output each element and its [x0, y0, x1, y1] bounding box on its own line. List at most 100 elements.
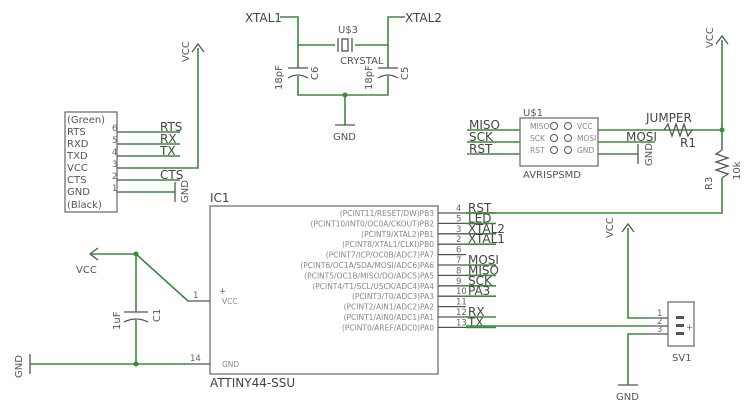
- net-label-xtal2-top: XTAL2: [405, 11, 442, 25]
- ic1-body: [209, 205, 439, 375]
- ic1-pin-name: (PCINT0/AREF/ADC0)PA0: [342, 323, 434, 332]
- sv1-box: [667, 301, 695, 347]
- isp-pad-2: [564, 122, 572, 130]
- isp-pad-1: [550, 122, 558, 130]
- crystal-value: CRYSTAL: [340, 56, 384, 67]
- ic1-pin-name: (PCINT7/ICP/OC0B/ADC7)PA7: [326, 251, 434, 260]
- ftdi-num-5: 5: [112, 136, 117, 146]
- ic1-pin1-name: VCC: [222, 297, 238, 306]
- c6-ref: C6: [310, 67, 321, 80]
- net-label-xtal1-top: XTAL1: [245, 11, 282, 25]
- capacitor-c1: [123, 311, 149, 323]
- sv1-pin-2: [676, 324, 684, 327]
- sv1-num-3: 3: [657, 325, 662, 335]
- ic1-pin-number: 5: [456, 214, 461, 224]
- ftdi-num-1: 1: [112, 184, 117, 194]
- gnd-label-left: GND: [14, 355, 25, 378]
- isp-pad-5: [550, 146, 558, 154]
- sv1-plus: +: [686, 323, 693, 333]
- ic1-pin-number: 10: [456, 287, 467, 297]
- ftdi-num-2: 2: [112, 172, 117, 182]
- c5-value: 18pF: [364, 65, 375, 90]
- ic1-pin-number: 2: [456, 235, 461, 245]
- gnd-label-isp: GND: [644, 143, 655, 166]
- sv1-num-2: 2: [657, 317, 662, 327]
- ftdi-num-4: 4: [112, 148, 117, 158]
- vcc-label-left: VCC: [76, 265, 97, 276]
- isp-value: AVRISPSMD: [523, 170, 581, 181]
- vcc-arrow-right: [715, 34, 729, 45]
- ic1-net-label: SCK: [468, 274, 493, 288]
- ftdi-net-rts: RTS: [160, 120, 182, 134]
- ic1-net-label: RST: [468, 201, 492, 215]
- ftdi-top-note: (Green): [67, 115, 105, 126]
- ic1-net-label: XTAL1: [468, 232, 505, 246]
- isp-pin-mosi: MOSI: [577, 134, 596, 143]
- wire-vcc-left: [90, 253, 189, 312]
- wire-xtal1: [280, 16, 335, 46]
- isp-pin-rst: RST: [530, 146, 545, 155]
- ic1-pin-name: (PCINT8/XTAL1/CLKI)PB0: [342, 240, 434, 249]
- ic1-pin14-name: GND: [222, 360, 239, 369]
- jumper-ref: R1: [680, 136, 696, 150]
- jumper-r1-symbol: [663, 121, 693, 139]
- vcc-arrow-sv1: [621, 222, 635, 233]
- isp-pad-4: [564, 134, 572, 142]
- gnd-label-crystal: GND: [333, 132, 356, 143]
- capacitor-c6: [287, 67, 309, 79]
- ic1-pin-number: 11: [456, 298, 467, 308]
- isp-pin-gnd: GND: [577, 146, 594, 155]
- isp-net-miso: MISO: [469, 118, 500, 132]
- wire-ftdi-vcc: [130, 48, 199, 169]
- ftdi-pin-txd: TXD: [66, 151, 88, 162]
- wire-r3-rst: [466, 178, 723, 214]
- isp-ref: U$1: [523, 108, 543, 119]
- ic1-pin-number: 8: [456, 266, 461, 276]
- sv1-pin-1: [676, 316, 684, 319]
- ic1-pin-name: (PCINT5/OC1B/MISO/DO/ADC5)PA5: [304, 271, 434, 280]
- ic1-pin-number: 6: [456, 246, 461, 256]
- junction-vcc-left: [133, 251, 139, 257]
- ftdi-pin-vcc: VCC: [67, 163, 88, 174]
- ftdi-num-6: 6: [112, 124, 117, 134]
- ic1-net-label: RX: [468, 305, 485, 319]
- isp-header: U$1 MISO SCK RST VCC MOSI GND AVRISPSMD …: [467, 108, 722, 181]
- ic1-pin-number: 7: [456, 256, 461, 266]
- vcc-arrow-ftdi: [191, 42, 205, 53]
- capacitor-c5: [377, 67, 399, 79]
- ftdi-net-rx: RX: [160, 132, 177, 146]
- r3-value: 10k: [732, 161, 743, 180]
- ic1-pin-number: 12: [456, 308, 467, 318]
- ic1-pin-number: 4: [456, 204, 461, 214]
- ic1-net-label: MOSI: [468, 253, 499, 267]
- jumper-value: JUMPER: [645, 111, 692, 125]
- ic1-pin14-num: 14: [190, 354, 201, 364]
- sv1-pin-3: [676, 332, 684, 335]
- ic1-pin-name: (PCINT4/T1/SCL/USCK/ADC4)PA4: [312, 282, 434, 291]
- ic1-pin-name: (PCINT6/OC1A/SDA/MOSI/ADC6)PA6: [300, 261, 434, 270]
- ic1-ref: IC1: [210, 191, 230, 205]
- crystal-symbol: [337, 38, 353, 52]
- sv1-header: VCC GND 1 2 3 + SV1: [466, 217, 695, 403]
- isp-net-mosi: MOSI: [626, 130, 657, 144]
- r3-ref: R3: [704, 177, 715, 190]
- wire-gnd-left: [30, 320, 188, 365]
- ic1-pin-name: (PCINT2/AIN1/ADC2)PA2: [344, 303, 435, 312]
- ic1-pin-name: (PCINT9/XTAL2)PB1: [361, 230, 434, 239]
- junction-crystal-gnd: [342, 92, 348, 98]
- ic1-pin-number: 3: [456, 225, 461, 235]
- wire-sv1-vcc: [627, 228, 648, 319]
- ftdi-bottom-note: (Black): [67, 200, 102, 211]
- crystal-section: XTAL1 XTAL2 U$3 CRYSTAL 18pF C6 18pF C5 …: [245, 11, 442, 143]
- vcc-label-right: VCC: [705, 27, 716, 48]
- crystal-ref: U$3: [338, 25, 358, 36]
- ic1-pin-name: (PCINT1/AIN0/ADC1)PA1: [344, 313, 435, 322]
- ftdi-net-tx: TX: [159, 144, 176, 158]
- ftdi-box: [64, 111, 118, 213]
- ic1-pin1-num: 1: [193, 291, 198, 301]
- isp-pad-6: [564, 146, 572, 154]
- ic1-net-label: PA3: [468, 284, 490, 298]
- resistor-r3-symbol: [713, 149, 731, 179]
- ic1-value: ATTINY44-SSU: [210, 376, 295, 390]
- decoupling-section: VCC 1uF C1 GND: [14, 247, 189, 378]
